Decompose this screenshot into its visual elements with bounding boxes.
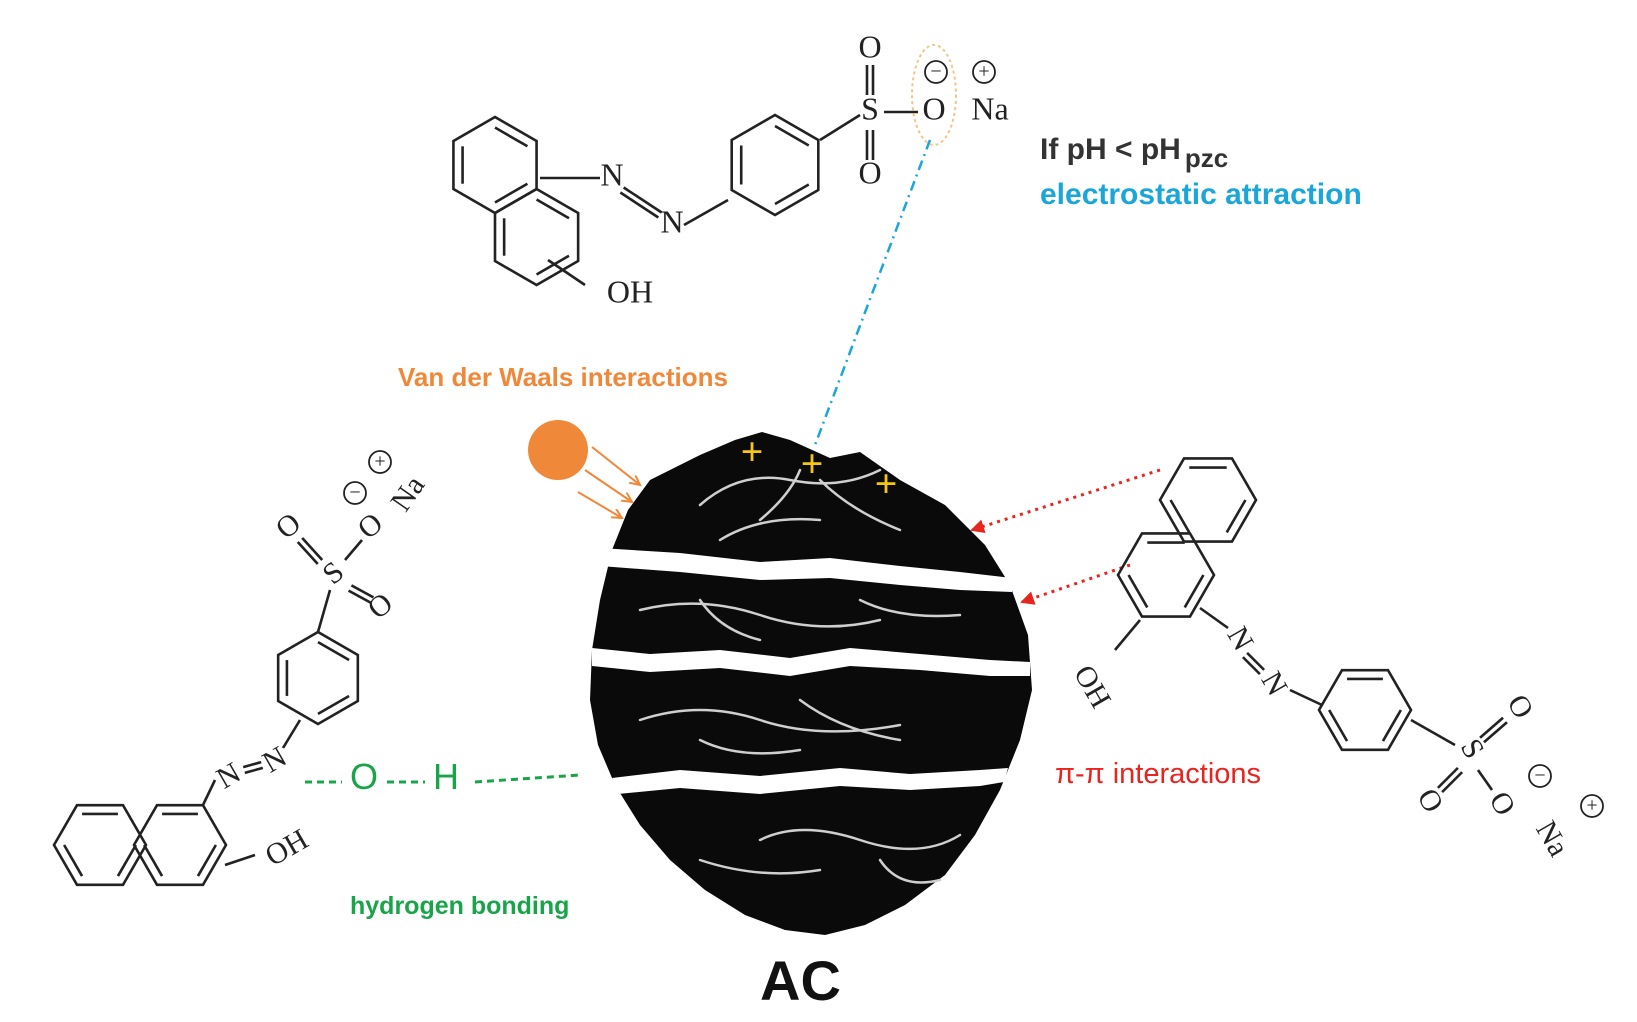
oxygen-label: O — [858, 154, 881, 190]
svg-text:+: + — [374, 451, 385, 473]
oxygen-label: O — [351, 506, 389, 545]
hydrogen-bonding-label: hydrogen bonding — [350, 892, 570, 920]
benzene-ring — [1317, 668, 1413, 752]
plus-charge-icon — [972, 60, 996, 84]
svg-text:+: + — [1586, 795, 1597, 817]
minus-charge-icon — [343, 481, 367, 505]
naphthalene-ring-b — [493, 187, 580, 287]
sodium-label: Na — [971, 90, 1008, 126]
oxygen-label: O — [269, 506, 307, 545]
naphthalene-ring-b — [1116, 532, 1216, 618]
hydrogen-bond-oxygen: O — [350, 756, 379, 797]
van-der-waals-arrows — [577, 446, 640, 518]
benzene-ring — [730, 113, 820, 217]
oxygen-label: O — [858, 28, 881, 64]
naphthalene-ring-a — [452, 115, 538, 215]
svg-text:−: − — [1534, 765, 1545, 787]
hydrogen-bond-line — [305, 773, 581, 784]
ph-subscript: pzc — [1184, 143, 1229, 173]
hydrogen-bond-hydrogen: H — [433, 756, 459, 797]
sulfur-label: S — [861, 90, 879, 126]
pollutant-sphere-icon — [528, 420, 588, 480]
nitrogen-label: N — [211, 756, 246, 795]
svg-text:+: + — [978, 61, 989, 83]
sodium-label: Na — [1529, 815, 1575, 862]
electrostatic-attraction-label: electrostatic attraction — [1040, 178, 1362, 211]
plus-charge-icon — [1580, 794, 1604, 818]
highlight-ellipse — [911, 44, 957, 146]
hydroxyl-label: OH — [260, 823, 314, 873]
van-der-waals-label: Van der Waals interactions — [398, 362, 728, 392]
naphthalene-ring-a — [1158, 457, 1258, 543]
naphthalene-ring-b — [132, 803, 228, 887]
plus-charge-icon: + — [741, 429, 764, 474]
benzene-ring — [276, 630, 360, 726]
adsorbent-label: AC — [760, 949, 841, 1012]
nitrogen-label: N — [257, 740, 292, 779]
pi-pi-arrows — [970, 468, 1161, 605]
oxygen-label: O — [361, 586, 399, 625]
electrostatic-attraction-line — [813, 139, 932, 446]
minus-charge-icon — [924, 60, 948, 84]
hydroxyl-label: OH — [607, 273, 653, 309]
sulfur-label: S — [316, 555, 350, 591]
nitrogen-label: N — [660, 203, 683, 239]
plus-charge-icon — [368, 450, 392, 474]
dye-molecule-top — [452, 44, 957, 287]
nitrogen-label: N — [600, 156, 623, 192]
pi-pi-interactions-label: π-π interactions — [1055, 758, 1262, 790]
oxygen-label: O — [1501, 689, 1540, 724]
plus-charge-icon: + — [801, 441, 824, 486]
dye-molecule-right — [1114, 457, 1508, 794]
svg-text:−: − — [349, 482, 360, 504]
surface-charges: + + + — [741, 429, 898, 506]
nitrogen-label: N — [1255, 666, 1294, 701]
svg-text:−: − — [930, 61, 941, 83]
naphthalene-ring-a — [52, 803, 148, 887]
sodium-label: Na — [384, 470, 431, 518]
oxygen-label: O — [1483, 786, 1522, 821]
sulfur-label: S — [1454, 733, 1491, 764]
minus-charge-icon — [1528, 764, 1552, 788]
plus-charge-icon: + — [875, 461, 898, 506]
dye-molecule-left — [52, 537, 375, 887]
hydroxyl-label: OH — [1067, 660, 1117, 714]
oxygen-label: O — [922, 90, 945, 126]
activated-carbon-particle-icon — [590, 432, 1032, 935]
